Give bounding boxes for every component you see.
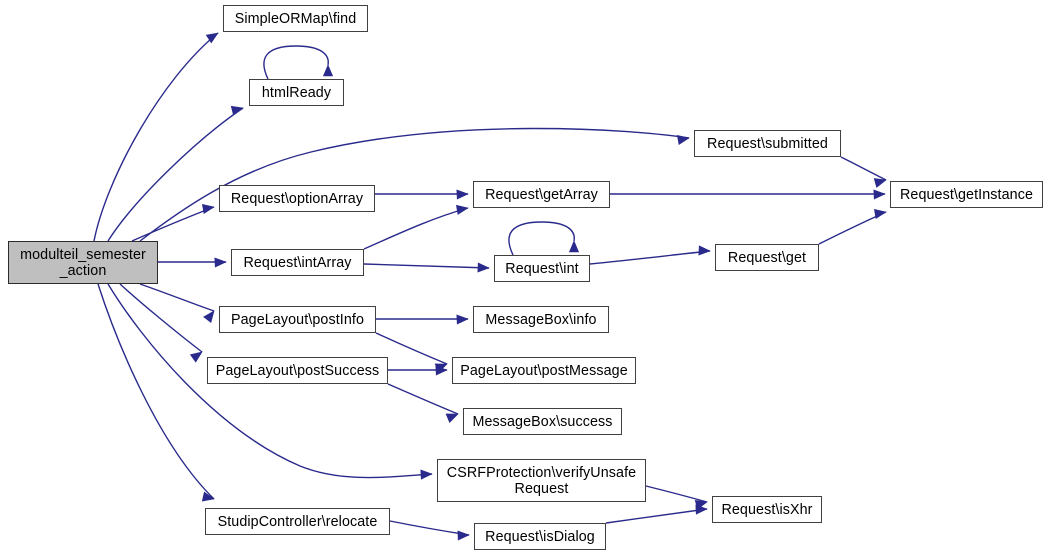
edge-root-to-relocate: [97, 283, 215, 502]
graph-node-label: Request\optionArray: [230, 190, 364, 207]
graph-node-postsuccess[interactable]: PageLayout\postSuccess: [207, 357, 388, 384]
graph-node-label: Request\intArray: [243, 254, 352, 271]
arrowhead: [322, 64, 334, 77]
graph-node-optionarray[interactable]: Request\optionArray: [219, 185, 375, 212]
graph-node-label: CSRFProtection\verifyUnsafe Request: [446, 464, 637, 497]
arrowhead: [205, 32, 219, 44]
arrowhead: [873, 178, 887, 188]
edge-root-to-postsuccess: [119, 283, 203, 363]
graph-node-label: Request\getInstance: [899, 186, 1034, 203]
edge-htmlready-to-htmlready: [263, 45, 334, 80]
graph-node-label: htmlReady: [261, 84, 332, 101]
arrowhead: [230, 105, 244, 116]
arrowhead: [873, 189, 886, 200]
graph-node-getarray[interactable]: Request\getArray: [473, 181, 610, 208]
graph-node-int[interactable]: Request\int: [494, 255, 590, 282]
arrowhead: [695, 504, 708, 515]
graph-node-label: Request\isDialog: [485, 528, 595, 545]
graph-node-label: Request\int: [505, 260, 579, 277]
graph-node-label: Request\isXhr: [721, 501, 813, 518]
edge-postsuccess-to-messageboxsuccess: [387, 383, 459, 423]
edge-postsuccess-to-postmessage: [388, 365, 448, 376]
edge-intarray-to-int: [363, 262, 490, 273]
edge-root-to-csrf: [107, 283, 433, 480]
arrowhead: [201, 491, 215, 502]
arrowhead: [420, 469, 433, 480]
edge-isdialog-to-isxhr: [605, 504, 708, 524]
graph-node-label: SimpleORMap\find: [234, 10, 357, 27]
edge-intarray-to-getarray: [363, 204, 469, 250]
graph-node-label: PageLayout\postInfo: [230, 311, 365, 328]
edge-optionarray-to-getarray: [375, 189, 469, 200]
edge-relocate-to-isdialog: [389, 520, 470, 541]
graph-node-label: PageLayout\postMessage: [460, 362, 628, 379]
graph-node-label: Request\get: [727, 249, 807, 266]
arrowhead: [435, 365, 448, 376]
graph-node-label: PageLayout\postSuccess: [215, 362, 380, 379]
arrowhead: [676, 134, 690, 145]
arrowhead: [201, 203, 215, 214]
graph-node-messageboxinfo[interactable]: MessageBox\info: [473, 306, 609, 333]
arrowhead: [477, 262, 490, 273]
arrowhead: [214, 257, 227, 268]
graph-node-csrf[interactable]: CSRFProtection\verifyUnsafe Request: [437, 459, 646, 502]
graph-node-label: modulteil_semester _action: [20, 246, 146, 279]
graph-node-isdialog[interactable]: Request\isDialog: [474, 523, 606, 550]
edge-root-to-postinfo: [139, 283, 215, 324]
edge-root-to-submitted: [139, 127, 690, 242]
arrowhead: [203, 310, 215, 324]
graph-node-label: MessageBox\info: [485, 311, 597, 328]
edge-root-to-optionarray: [131, 203, 215, 242]
graph-node-label: Request\getArray: [485, 186, 598, 203]
graph-node-label: StudipController\relocate: [217, 513, 378, 530]
edge-getarray-to-getinstance: [610, 189, 886, 200]
edge-submitted-to-getinstance: [840, 156, 887, 188]
edge-int-to-int: [508, 221, 580, 256]
arrowhead: [698, 245, 711, 256]
graph-node-submitted[interactable]: Request\submitted: [694, 130, 841, 157]
arrowhead: [568, 240, 580, 253]
graph-node-relocate[interactable]: StudipController\relocate: [205, 508, 390, 535]
graph-node-messageboxsuccess[interactable]: MessageBox\success: [463, 408, 622, 435]
edge-postinfo-to-messageboxinfo: [376, 314, 469, 325]
arrowhead: [456, 204, 469, 215]
graph-node-label: Request\submitted: [707, 135, 828, 152]
graph-node-find[interactable]: SimpleORMap\find: [223, 5, 368, 32]
arrowhead: [456, 314, 469, 325]
edge-root-to-find: [93, 32, 219, 242]
edge-int-to-get: [589, 245, 711, 265]
graph-node-intarray[interactable]: Request\intArray: [231, 249, 364, 276]
graph-node-root[interactable]: modulteil_semester _action: [8, 241, 158, 284]
arrowhead: [457, 530, 470, 541]
graph-node-postinfo[interactable]: PageLayout\postInfo: [219, 306, 376, 333]
graph-node-label: MessageBox\success: [472, 413, 613, 430]
graph-node-htmlready[interactable]: htmlReady: [249, 79, 344, 106]
graph-node-get[interactable]: Request\get: [715, 244, 819, 271]
arrowhead: [445, 413, 459, 423]
edge-root-to-htmlready: [107, 105, 244, 242]
graph-node-isxhr[interactable]: Request\isXhr: [712, 496, 822, 523]
arrowhead: [456, 189, 469, 200]
arrowhead: [873, 208, 887, 219]
edge-get-to-getinstance: [818, 208, 887, 245]
graph-node-getinstance[interactable]: Request\getInstance: [890, 181, 1043, 208]
graph-node-postmessage[interactable]: PageLayout\postMessage: [452, 357, 636, 384]
edge-root-to-intarray: [158, 257, 227, 268]
arrowhead: [189, 351, 203, 363]
